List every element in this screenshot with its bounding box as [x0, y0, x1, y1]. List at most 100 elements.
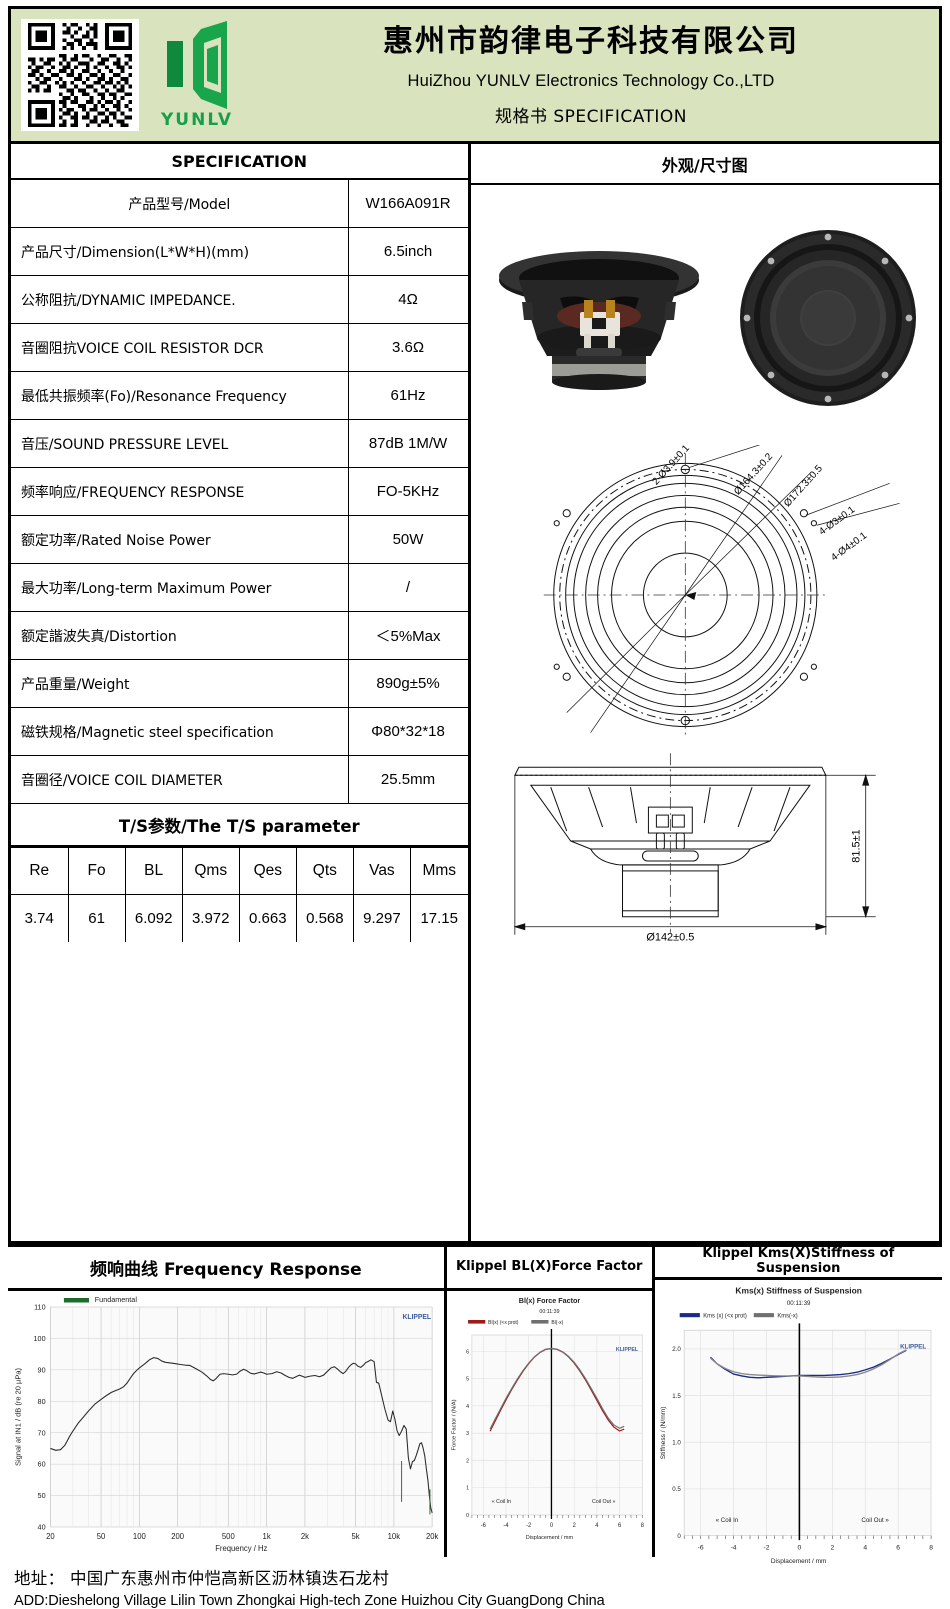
ts-header-bl: BL [125, 847, 183, 895]
specification-panel-title: SPECIFICATION [11, 144, 468, 180]
svg-text:8: 8 [641, 1523, 644, 1529]
spec-label: 产品尺寸/Dimension(L*W*H)(mm) [21, 244, 249, 261]
ts-parameter-table: Re Fo BL Qms Qes Qts Vas Mms 3.74 61 6.0… [11, 847, 468, 942]
ts-parameter-title: T/S参数/The T/S parameter [11, 804, 468, 847]
svg-text:110: 110 [34, 1302, 46, 1311]
svg-text:4: 4 [466, 1404, 469, 1410]
ts-header-vas: Vas [353, 847, 411, 895]
spec-value: ＜5%Max [347, 612, 468, 659]
drawing-area: 2-Ø3.9±0.1 Ø164.3±0.2 Ø172.3±0.5 4-Ø3±0.… [470, 185, 939, 1241]
spec-value: 890g±5% [347, 660, 468, 707]
svg-text:0: 0 [797, 1544, 801, 1551]
dim-label-4: 4-Ø3±0.1 [817, 504, 857, 538]
ts-value-re: 3.74 [11, 894, 69, 942]
company-logo: YUNLV [147, 15, 247, 135]
product-photos [471, 185, 939, 445]
svg-text:6: 6 [466, 1349, 469, 1355]
address-en: ADD:Dieshelong Village Lilin Town Zhongk… [14, 1593, 605, 1609]
dim-label-3: Ø172.3±0.5 [782, 463, 825, 509]
spec-value: 6.5inch [347, 228, 468, 275]
svg-text:1.0: 1.0 [672, 1439, 681, 1446]
svg-text:0: 0 [550, 1523, 554, 1529]
svg-text:2k: 2k [301, 1532, 309, 1541]
svg-text:100: 100 [133, 1532, 146, 1541]
spec-label: 额定功率/Rated Noise Power [21, 532, 211, 549]
spec-value: 50W [347, 516, 468, 563]
svg-text:70: 70 [38, 1428, 46, 1437]
svg-text:Bl(x) (<x prot): Bl(x) (<x prot) [488, 1320, 519, 1326]
spec-row-weight: 产品重量/Weight 890g±5% [11, 660, 468, 708]
spec-row-distortion: 额定諧波失真/Distortion ＜5%Max [11, 612, 468, 660]
svg-text:00:11:39: 00:11:39 [787, 1300, 811, 1307]
top-view-svg: 2-Ø3.9±0.1 Ø164.3±0.2 Ø172.3±0.5 4-Ø3±0.… [543, 441, 900, 737]
spec-row-magnet: 磁铁规格/Magnetic steel specification Φ80*32… [11, 708, 468, 756]
svg-text:6: 6 [896, 1544, 900, 1551]
ts-value-qes: 0.663 [239, 894, 297, 942]
spec-value: 4Ω [347, 276, 468, 323]
spec-row-spl: 音压/SOUND PRESSURE LEVEL 87dB 1M/W [11, 420, 468, 468]
spec-value: 25.5mm [347, 756, 468, 803]
spec-label: 音圈阻抗VOICE COIL RESISTOR DCR [21, 340, 264, 357]
spec-row-impedance: 公称阻抗/DYNAMIC IMPEDANCE. 4Ω [11, 276, 468, 324]
document-body: SPECIFICATION 产品型号/Model W166A091R 产品尺寸/… [8, 144, 942, 1244]
svg-text:0: 0 [677, 1533, 681, 1540]
svg-text:KLIPPEL: KLIPPEL [616, 1347, 639, 1353]
spec-row-dimension: 产品尺寸/Dimension(L*W*H)(mm) 6.5inch [11, 228, 468, 276]
spec-label: 产品重量/Weight [21, 676, 130, 693]
svg-text:« Coil In: « Coil In [715, 1517, 738, 1524]
spec-label: 额定諧波失真/Distortion [21, 628, 177, 645]
kms-chart-title: Klippel Kms(X)Stiffness of Suspension [654, 1246, 942, 1280]
spec-label: 产品型号/Model [128, 196, 231, 213]
dim-label-diameter: Ø142±0.5 [646, 932, 694, 944]
specification-panel: SPECIFICATION 产品型号/Model W166A091R 产品尺寸/… [11, 144, 471, 1241]
drawing-panel-title: 外观/尺寸图 [470, 144, 939, 185]
ts-header-qms: Qms [182, 847, 240, 895]
spec-value: 61Hz [347, 372, 468, 419]
svg-text:5k: 5k [351, 1532, 359, 1541]
spec-value: 3.6Ω [347, 324, 468, 371]
svg-text:Bl(-x): Bl(-x) [551, 1320, 563, 1326]
spec-row-voice-coil-diameter: 音圈径/VOICE COIL DIAMETER 25.5mm [11, 756, 468, 804]
spec-value: / [347, 564, 468, 611]
header-text-block: 惠州市韵律电子科技有限公司 HuiZhou YUNLV Electronics … [247, 23, 929, 128]
svg-text:5: 5 [466, 1377, 469, 1383]
svg-text:Frequency / Hz: Frequency / Hz [215, 1544, 267, 1553]
specification-rows: 产品型号/Model W166A091R 产品尺寸/Dimension(L*W*… [11, 180, 468, 804]
svg-text:Displacement / mm: Displacement / mm [771, 1558, 827, 1565]
svg-text:-2: -2 [526, 1523, 531, 1529]
spec-row-frequency-response: 频率响应/FREQUENCY RESPONSE FO-5KHz [11, 468, 468, 516]
svg-text:Bl(x) Force Factor: Bl(x) Force Factor [519, 1296, 580, 1305]
spec-row-max-power: 最大功率/Long-term Maximum Power / [11, 564, 468, 612]
svg-text:100: 100 [34, 1334, 46, 1343]
svg-text:00:11:39: 00:11:39 [539, 1309, 559, 1315]
logo-wordmark: YUNLV [161, 109, 233, 130]
svg-text:2: 2 [572, 1523, 575, 1529]
svg-text:-6: -6 [480, 1523, 485, 1529]
svg-text:10k: 10k [388, 1532, 400, 1541]
company-name-en: HuiZhou YUNLV Electronics Technology Co.… [407, 72, 775, 91]
svg-text:Kms(-x): Kms(-x) [777, 1313, 797, 1319]
svg-text:-4: -4 [503, 1523, 509, 1529]
ts-value-vas: 9.297 [353, 894, 411, 942]
svg-text:Displacement / mm: Displacement / mm [526, 1535, 574, 1541]
svg-text:Kms (x) (<x prot): Kms (x) (<x prot) [703, 1313, 747, 1319]
spec-label: 最低共振频率(Fo)/Resonance Frequency [21, 388, 287, 405]
speaker-photo-front [739, 230, 916, 406]
document-header: YUNLV 惠州市韵律电子科技有限公司 HuiZhou YUNLV Electr… [8, 6, 942, 144]
ts-value-mms: 17.15 [410, 894, 468, 942]
bl-force-factor-cell: Klippel BL(X)Force Factor Bl(x) Force Fa… [446, 1247, 655, 1557]
ts-value-qms: 3.972 [182, 894, 240, 942]
frequency-response-title: 频响曲线 Frequency Response [8, 1247, 444, 1291]
spec-sheet-page: YUNLV 惠州市韵律电子科技有限公司 HuiZhou YUNLV Electr… [8, 6, 942, 1609]
svg-text:0.5: 0.5 [672, 1486, 681, 1493]
svg-text:Signal at IN1 / dB (re 20 µPa): Signal at IN1 / dB (re 20 µPa) [14, 1368, 23, 1466]
svg-text:2: 2 [830, 1544, 834, 1551]
svg-text:500: 500 [222, 1532, 235, 1541]
svg-text:3: 3 [466, 1431, 469, 1437]
spec-value: W166A091R [347, 180, 468, 227]
company-name-cn: 惠州市韵律电子科技有限公司 [383, 23, 799, 59]
spec-label: 磁铁规格/Magnetic steel specification [21, 724, 274, 741]
svg-text:1k: 1k [263, 1532, 271, 1541]
